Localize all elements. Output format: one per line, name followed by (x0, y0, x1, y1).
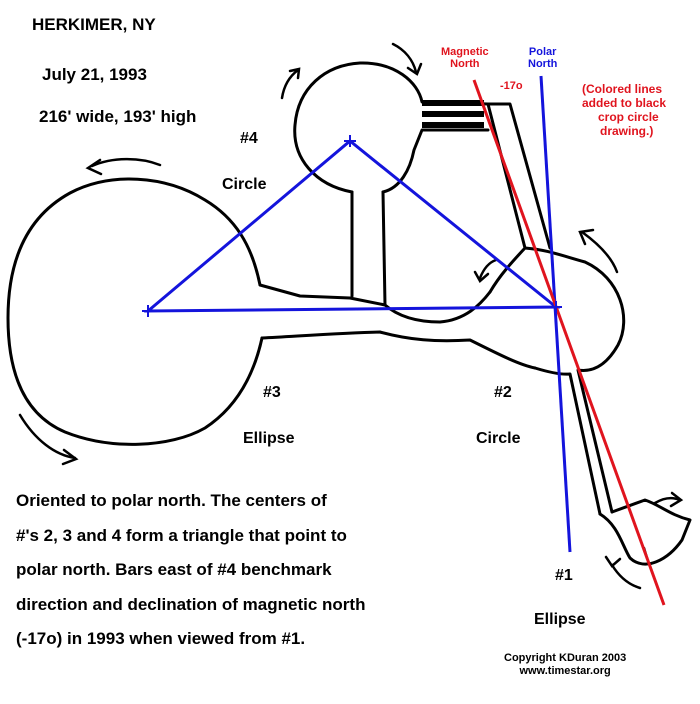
benchmark-bars (422, 100, 484, 128)
arrow-icon (406, 62, 423, 76)
polar-north-line (539, 75, 572, 553)
magnetic-north-label-line2: North (450, 58, 480, 70)
bars-arm (486, 102, 552, 250)
arrow-icon (85, 158, 103, 176)
arrow-icon (61, 448, 79, 466)
color-note: (Colored lines added to black crop circl… (582, 82, 666, 138)
ellipse-3-outline (6, 177, 264, 446)
arrow-icon (669, 491, 684, 508)
label-2-number: #2 (494, 384, 512, 401)
description-line: #'s 2, 3 and 4 form a triangle that poin… (16, 525, 347, 545)
label-1-number: #1 (555, 567, 573, 584)
color-note-line1: (Colored lines (582, 82, 663, 96)
triangle-lines (143, 139, 561, 313)
description-line: direction and declination of magnetic no… (16, 594, 366, 614)
bar-2 (422, 111, 484, 117)
description-line: polar north. Bars east of #4 benchmark (16, 560, 332, 579)
arrow-icon (280, 68, 300, 100)
magnetic-north-label-line1: Magnetic (441, 46, 489, 58)
arrow-icon (391, 42, 418, 74)
arrow-icon (90, 157, 162, 168)
arrow-icon (478, 258, 498, 280)
magnetic-north-line (472, 79, 666, 606)
polar-north-label-line1: Polar (528, 46, 557, 58)
bar-1 (422, 100, 484, 106)
center-triangle (143, 139, 561, 313)
center-mark-2 (550, 301, 562, 313)
label-3-shape: Ellipse (243, 430, 295, 447)
ring-connector-upper (258, 283, 492, 324)
arrow-icon (288, 67, 301, 80)
arrow-icon (578, 228, 595, 246)
copyright-line2: www.timestar.org (519, 665, 611, 677)
ring-connector-lower (260, 330, 537, 370)
color-note-line2: added to black (582, 96, 667, 110)
bar-3 (422, 122, 484, 128)
dimensions: 216' wide, 193' high (39, 107, 197, 126)
copyright: Copyright KDuran 2003 www.timestar.org (504, 652, 626, 678)
circle-4-inner (381, 128, 490, 194)
declination-label: -17o (500, 80, 523, 92)
ellipse-1-outline (598, 498, 692, 566)
center-mark-3 (142, 305, 154, 317)
crop-formation-outline (6, 61, 692, 566)
label-4-shape: Circle (222, 176, 267, 193)
label-2-shape: Circle (476, 430, 521, 447)
label-1-shape: Ellipse (534, 611, 586, 628)
circle-2-lower (533, 366, 602, 516)
page-title: HERKIMER, NY (32, 15, 156, 34)
label-3-number: #3 (263, 384, 281, 401)
arrow-icon (18, 413, 77, 460)
arrow-icon (610, 563, 642, 590)
description-line: (-17o) in 1993 when viewed from #1. (16, 629, 306, 648)
copyright-line1: Copyright KDuran 2003 (504, 652, 627, 664)
circle-2-outline (523, 246, 626, 514)
rotation-arrows (18, 42, 684, 590)
description-paragraph: Oriented to polar north. The centers of … (16, 484, 486, 657)
polar-north-label-line2: North (528, 58, 558, 70)
circle-4-outline (293, 61, 527, 294)
label-4-number: #4 (240, 130, 258, 147)
triangle-center-marks (142, 135, 356, 317)
magnetic-north-label: Magnetic North (441, 46, 489, 70)
arrow-icon (473, 270, 490, 283)
date: July 21, 1993 (42, 65, 147, 84)
arrow-icon (580, 230, 619, 274)
description-line: Oriented to polar north. The centers of (16, 491, 327, 510)
arrow-icon (604, 555, 622, 568)
color-note-line4: drawing.) (600, 124, 654, 138)
polar-north-label: Polar North (528, 46, 557, 70)
color-note-line3: crop circle (598, 110, 659, 124)
center-mark-4 (344, 135, 356, 147)
stem-right (381, 190, 387, 307)
